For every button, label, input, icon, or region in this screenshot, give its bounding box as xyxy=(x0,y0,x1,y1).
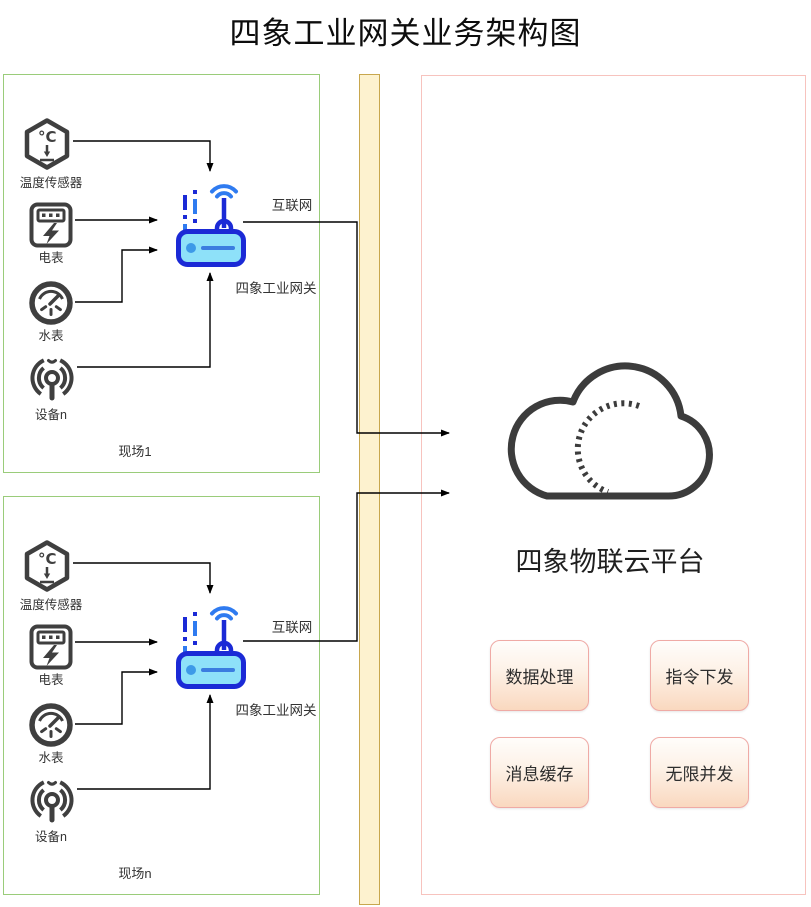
water-meter-icon xyxy=(29,703,73,747)
device-n-icon xyxy=(28,352,76,402)
site-name: 现场n xyxy=(118,866,152,881)
capability-command-dispatch: 指令下发 xyxy=(650,640,749,711)
capability-data-processing: 数据处理 xyxy=(490,640,589,711)
device-n-icon xyxy=(28,774,76,824)
capability-message-cache: 消息缓存 xyxy=(490,737,589,808)
water-meter-label: 水表 xyxy=(38,329,64,343)
electric-meter-icon xyxy=(29,202,73,248)
site-1-panel: 温度传感器 电表 水表 设备n 互联网 四象工业网关 现场1 xyxy=(3,74,320,473)
gateway-label: 四象工业网关 xyxy=(235,703,317,718)
internet-link-label: 互联网 xyxy=(271,620,313,635)
temperature-sensor-icon xyxy=(23,118,71,170)
site-name: 现场1 xyxy=(118,444,152,459)
temperature-sensor-label: 温度传感器 xyxy=(19,176,83,190)
cloud-platform-label: 四象物联云平台 xyxy=(515,547,705,577)
electric-meter-label: 电表 xyxy=(38,673,64,687)
network-barrier-bar xyxy=(359,74,380,905)
gateway-label: 四象工业网关 xyxy=(235,281,317,296)
capability-unlimited-concurrency: 无限并发 xyxy=(650,737,749,808)
cloud-icon xyxy=(507,362,713,500)
temperature-sensor-label: 温度传感器 xyxy=(19,598,83,612)
electric-meter-icon xyxy=(29,624,73,670)
temperature-sensor-icon xyxy=(23,540,71,592)
gateway-router-icon xyxy=(176,605,246,691)
device-n-label: 设备n xyxy=(35,408,67,422)
site-n-panel: 温度传感器 电表 水表 设备n 互联网 四象工业网关 现场n xyxy=(3,496,320,895)
water-meter-icon xyxy=(29,281,73,325)
device-n-label: 设备n xyxy=(35,830,67,844)
internet-link-label: 互联网 xyxy=(271,198,313,213)
gateway-router-icon xyxy=(176,183,246,269)
page-title: 四象工业网关业务架构图 xyxy=(229,16,582,51)
water-meter-label: 水表 xyxy=(38,751,64,765)
electric-meter-label: 电表 xyxy=(38,251,64,265)
